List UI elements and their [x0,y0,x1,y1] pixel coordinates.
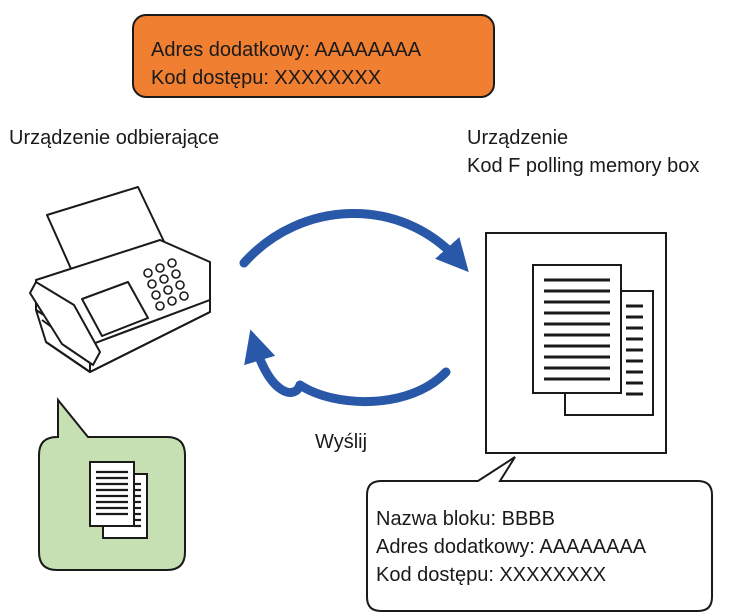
send-arrow-icon [244,329,451,407]
request-arrow-icon [239,208,469,273]
polling-info-box: Adres dodatkowy: AAAAAAAA Kod dostępu: X… [132,14,495,98]
sending-device-label: Urządzenie Kod F polling memory box [467,124,699,180]
sending-device-line-2: Kod F polling memory box [467,155,700,177]
callout-line-3: Kod dostępu: XXXXXXXX [376,564,607,586]
callout-line-1: Nazwa bloku: BBBB [376,508,555,530]
top-box-line-2: Kod dostępu: XXXXXXXX [151,67,382,89]
receiving-device-label: Urządzenie odbierające [9,127,220,149]
memory-box-callout [366,456,713,612]
memory-box-documents-icon [532,264,654,416]
sending-device-line-1: Urządzenie [467,127,569,149]
memory-box-callout-text: Nazwa bloku: BBBB Adres dodatkowy: AAAAA… [376,505,646,589]
fax-machine-icon [29,186,211,373]
callout-line-2: Adres dodatkowy: AAAAAAAA [376,536,647,558]
documents-icon [89,461,148,539]
send-label: Wyślij [315,431,368,453]
top-box-line-1: Adres dodatkowy: AAAAAAAA [151,39,422,61]
